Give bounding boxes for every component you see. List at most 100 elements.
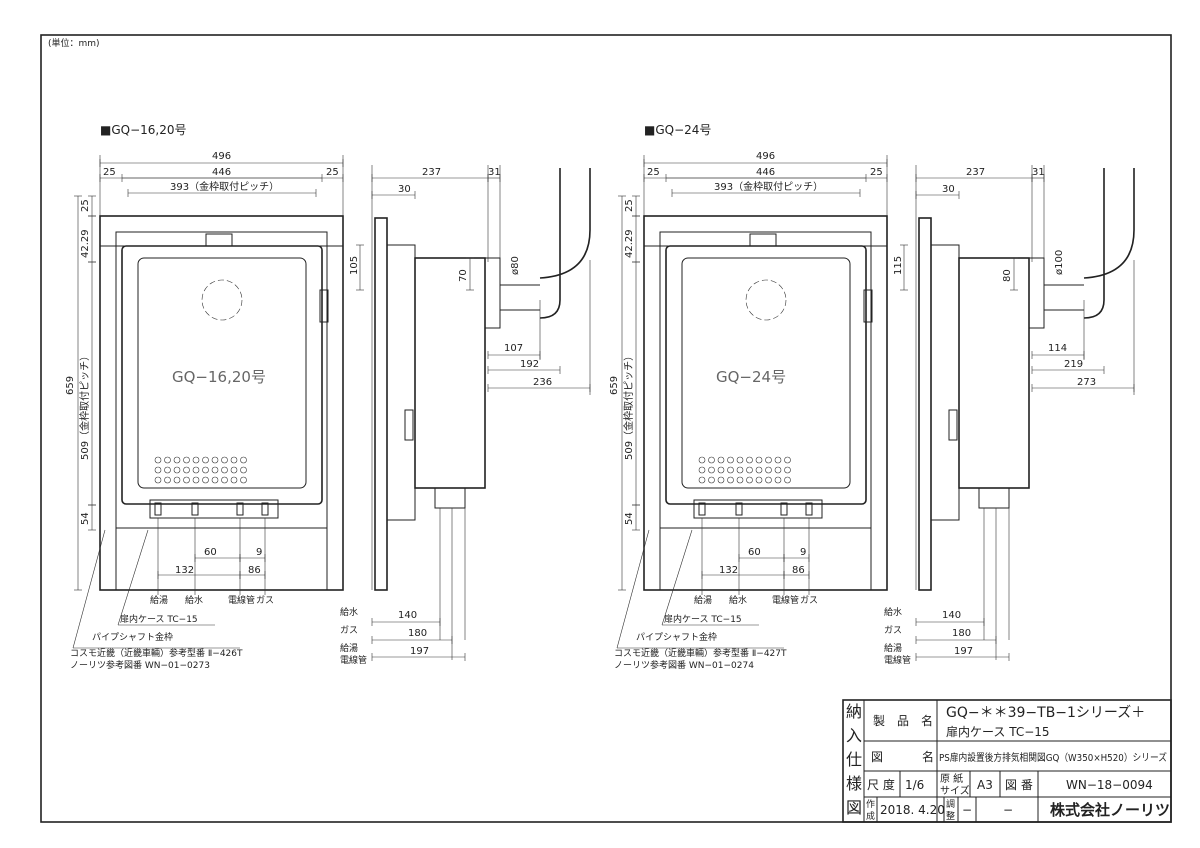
dim-flue-d3: 236 <box>533 377 552 388</box>
adjust-value: − <box>962 803 972 817</box>
product-name-label: 製 品 名 <box>873 713 933 728</box>
dim-side-depth: 237 <box>966 167 985 178</box>
bottom-label-water: 給水 <box>340 606 358 618</box>
pipe-label: 給湯 <box>150 594 168 606</box>
dim-flue-d1: 114 <box>1048 343 1067 354</box>
drawing-number-label: 図 番 <box>1005 778 1033 792</box>
side-heading-char: 図 <box>846 798 862 817</box>
bottom-label-conduit: 電線管 <box>340 654 367 666</box>
dim-flue-height: 105 <box>349 256 360 275</box>
dim-height-pitch: 509（金枠取付ピッチ） <box>622 351 635 460</box>
paper-size-label-2: サイズ <box>940 784 970 797</box>
side-heading-char: 様 <box>846 774 862 793</box>
dim-height-total: 659 <box>65 376 76 395</box>
dim-flue-diameter: ø80 <box>510 256 521 275</box>
dim-bottom-hot: 197 <box>410 646 429 657</box>
pipe-label: 給水 <box>185 594 203 606</box>
dim-height-pitch: 509（金枠取付ピッチ） <box>78 351 91 460</box>
ref-cosmo: コスモ近畿（近畿車輛）参考型番 Ⅱ−426T <box>70 647 243 659</box>
pipe-label: 電線管 <box>772 594 799 606</box>
product-name-line2: 扉内ケース TC−15 <box>946 725 1050 739</box>
scale-label: 尺 度 <box>867 777 895 792</box>
dim-pipe-c: 132 <box>719 565 738 576</box>
unit-label: GQ−16,20号 <box>172 368 266 386</box>
scale-value: 1/6 <box>905 778 924 792</box>
dim-width-inner: 446 <box>212 167 231 178</box>
dim-margin-right: 25 <box>326 167 339 178</box>
ref-noritz: ノーリツ参考図番 WN−01−0274 <box>614 659 754 671</box>
dim-pitch: 393（金枠取付ピッチ） <box>714 180 823 193</box>
dim-side-front: 31 <box>1032 167 1045 178</box>
dim-bottom-offset: 54 <box>624 512 635 525</box>
adjust-label-2: 整 <box>946 810 955 822</box>
dim-flue-offset: 70 <box>458 269 469 282</box>
dim-bottom-gas: 180 <box>408 628 427 639</box>
bottom-label-hot: 給湯 <box>884 642 902 654</box>
dim-margin-left: 25 <box>647 167 660 178</box>
dim-side-case: 30 <box>398 184 411 195</box>
dim-flue-d2: 219 <box>1064 359 1083 370</box>
pipe-label: ガス <box>256 595 274 606</box>
drawing-name-label-2: 名 <box>922 749 934 764</box>
dim-flue-offset: 80 <box>1002 269 1013 282</box>
created-label-1: 作 <box>866 798 875 810</box>
dim-width-total: 496 <box>756 151 775 162</box>
dim-flue-diameter: ø100 <box>1054 250 1065 275</box>
dim-pipe-b: 9 <box>256 547 262 558</box>
dim-top-offset: 42.29 <box>624 229 635 258</box>
pipe-label: 電線管 <box>228 594 255 606</box>
bottom-label-hot: 給湯 <box>340 642 358 654</box>
blank-value: − <box>1003 803 1013 817</box>
unit-note: (単位：mm) <box>48 37 100 49</box>
shaft-label: パイプシャフト金枠 <box>636 631 717 643</box>
dim-bottom-hot: 197 <box>954 646 973 657</box>
dim-side-case: 30 <box>942 184 955 195</box>
drawing-name: PS扉内設置後方排気相関図GQ（W350×H520）シリーズ <box>939 751 1167 764</box>
panel-title: ■GQ−24号 <box>644 123 711 137</box>
dim-flue-d1: 107 <box>504 343 523 354</box>
paper-size-label-1: 原 紙 <box>940 772 963 785</box>
created-date: 2018. 4.20 <box>880 803 945 817</box>
dim-pitch: 393（金枠取付ピッチ） <box>170 180 279 193</box>
dim-pipe-d: 86 <box>248 565 261 576</box>
bottom-label-gas: ガス <box>884 625 902 636</box>
dim-flue-d3: 273 <box>1077 377 1096 388</box>
dim-pipe-b: 9 <box>800 547 806 558</box>
case-label: 扉内ケース TC−15 <box>664 613 742 625</box>
bottom-label-conduit: 電線管 <box>884 654 911 666</box>
product-name-line1: GQ−＊＊39−TB−1シリーズ＋ <box>946 705 1145 721</box>
dim-pipe-a: 60 <box>204 547 217 558</box>
pipe-label: ガス <box>800 595 818 606</box>
panel-title: ■GQ−16,20号 <box>100 123 187 137</box>
case-label: 扉内ケース TC−15 <box>120 613 198 625</box>
drawing-name-label-1: 図 <box>871 750 883 764</box>
unit-label: GQ−24号 <box>716 368 786 386</box>
ref-cosmo: コスモ近畿（近畿車輛）参考型番 Ⅱ−427T <box>614 647 787 659</box>
dim-bottom-offset: 54 <box>80 512 91 525</box>
side-heading-char: 納 <box>846 702 862 721</box>
sheet-border <box>40 34 1172 823</box>
dim-bottom-water: 140 <box>942 610 961 621</box>
bottom-label-gas: ガス <box>340 625 358 636</box>
dim-top-margin: 25 <box>80 199 91 212</box>
company-logo: 株式会社ノーリツ <box>1050 801 1170 819</box>
dim-width-total: 496 <box>212 151 231 162</box>
adjust-label-1: 調 <box>946 798 955 810</box>
drawing-number: WN−18−0094 <box>1066 778 1153 792</box>
dim-side-front: 31 <box>488 167 501 178</box>
dim-pipe-a: 60 <box>748 547 761 558</box>
dim-top-offset: 42.29 <box>80 229 91 258</box>
created-label-2: 成 <box>866 810 875 822</box>
dim-margin-right: 25 <box>870 167 883 178</box>
dim-width-inner: 446 <box>756 167 775 178</box>
dim-flue-d2: 192 <box>520 359 539 370</box>
dim-height-total: 659 <box>609 376 620 395</box>
ref-noritz: ノーリツ参考図番 WN−01−0273 <box>70 659 210 671</box>
bottom-label-water: 給水 <box>884 606 902 618</box>
dim-side-depth: 237 <box>422 167 441 178</box>
pipe-label: 給湯 <box>694 594 712 606</box>
